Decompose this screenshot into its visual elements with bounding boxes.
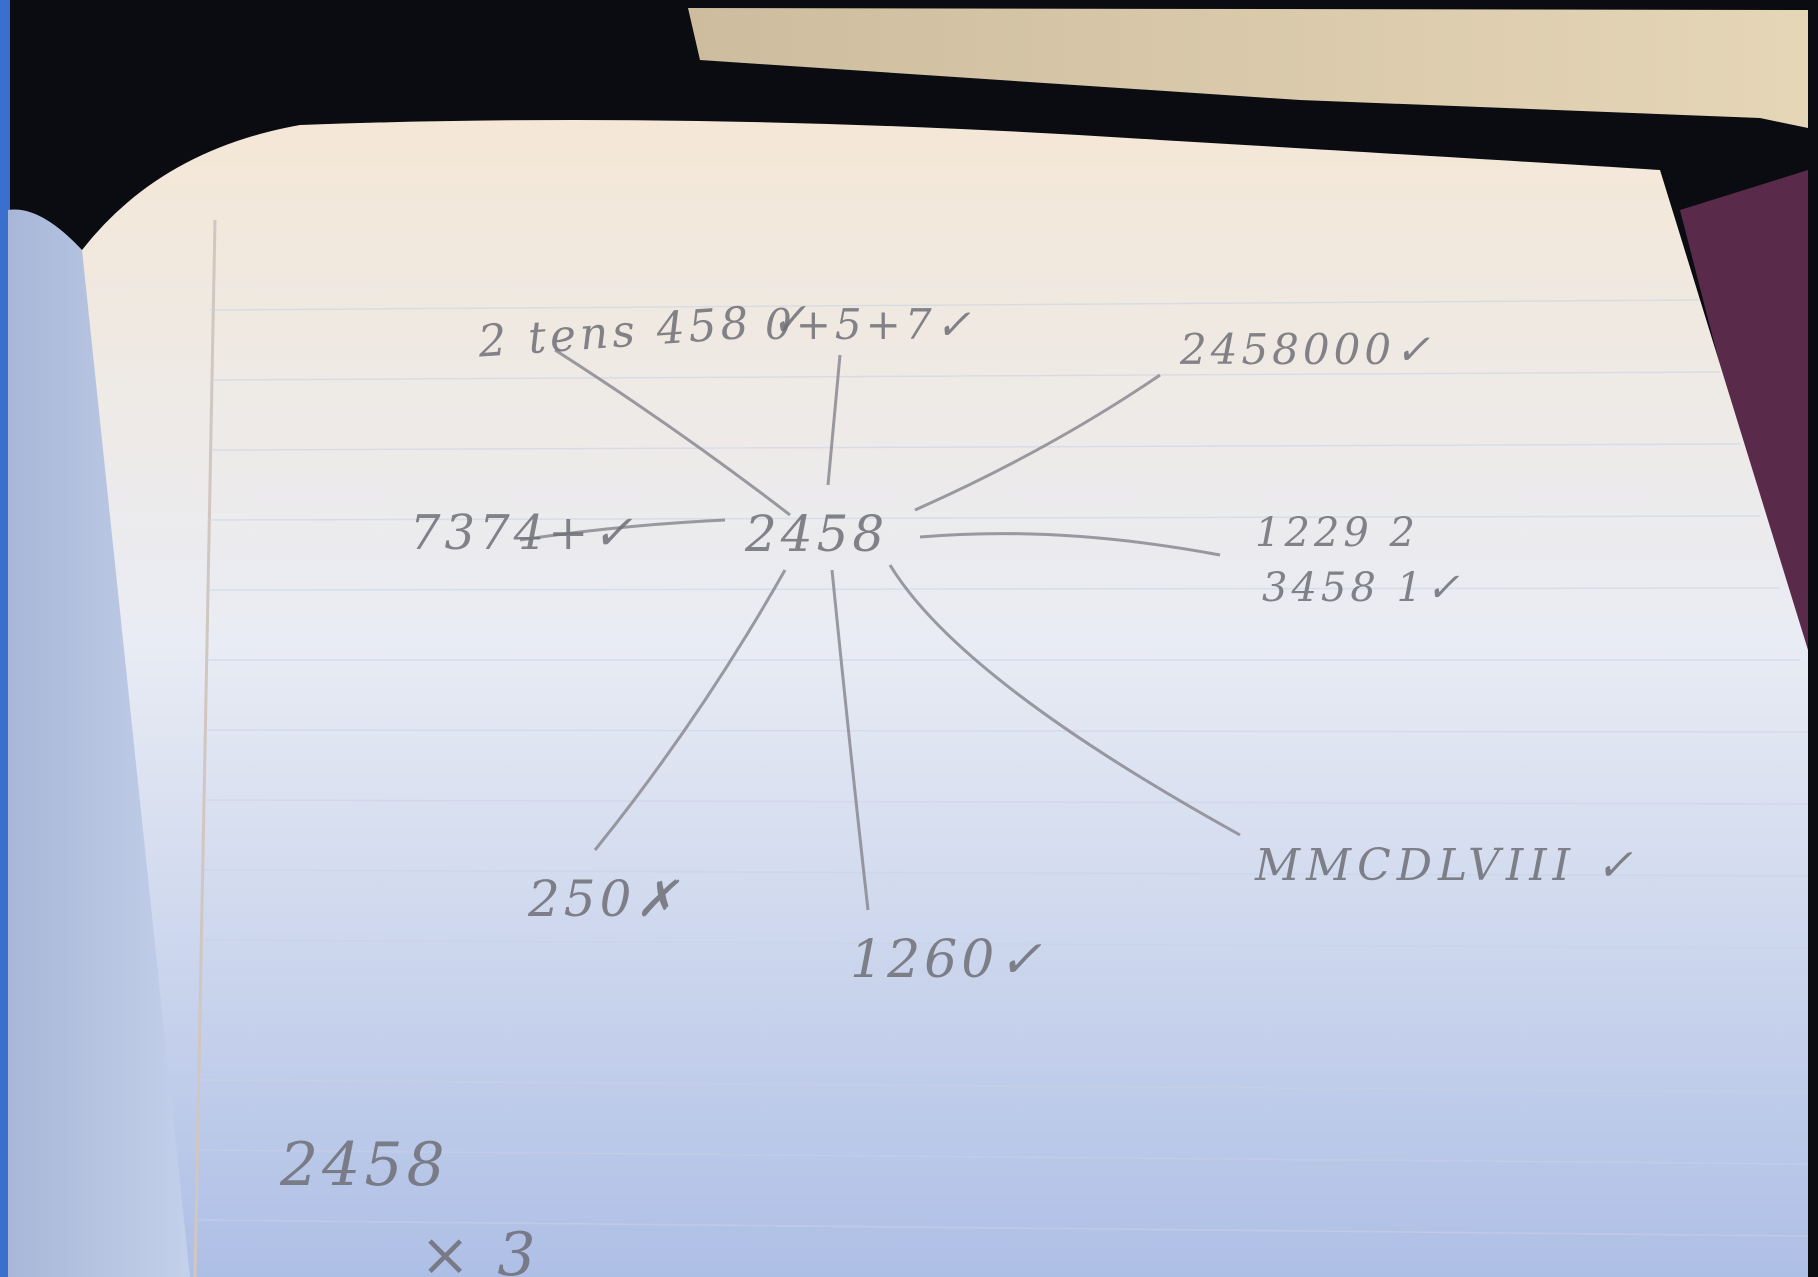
branch-l: 7374+✓ — [410, 505, 637, 561]
line-to-r — [919, 532, 1221, 557]
left-blue-edge — [0, 0, 10, 1277]
line-to-br — [888, 564, 1241, 837]
branch-br: MMCDLVIII ✓ — [1255, 840, 1639, 891]
line-to-tm — [826, 354, 842, 486]
branch-bl: 250✗ — [528, 870, 682, 928]
paper-scrap — [688, 8, 1808, 128]
line-to-l — [519, 518, 726, 542]
line-to-bm — [830, 569, 870, 911]
connector-lines — [519, 348, 1241, 911]
bottom-work-line1: 2458 — [280, 1130, 449, 1200]
branch-r2: 3458 1✓ — [1262, 565, 1464, 611]
line-to-tr — [914, 373, 1161, 512]
line-to-tl — [554, 348, 791, 517]
branch-tm: 0+5+7✓ — [765, 300, 975, 349]
line-to-bl — [593, 569, 787, 851]
margin-line — [193, 219, 217, 1277]
center-number: 2458 — [745, 505, 889, 563]
branch-r1: 1229 2 — [1255, 510, 1419, 556]
branch-bm: 1260✓ — [850, 930, 1046, 990]
notebook-page — [82, 120, 1808, 1277]
branch-tr: 2458000✓ — [1180, 325, 1435, 374]
ruled-lines — [197, 299, 1809, 1237]
purple-mat — [1680, 170, 1808, 650]
bottom-work-line2: × 3 — [420, 1220, 540, 1277]
